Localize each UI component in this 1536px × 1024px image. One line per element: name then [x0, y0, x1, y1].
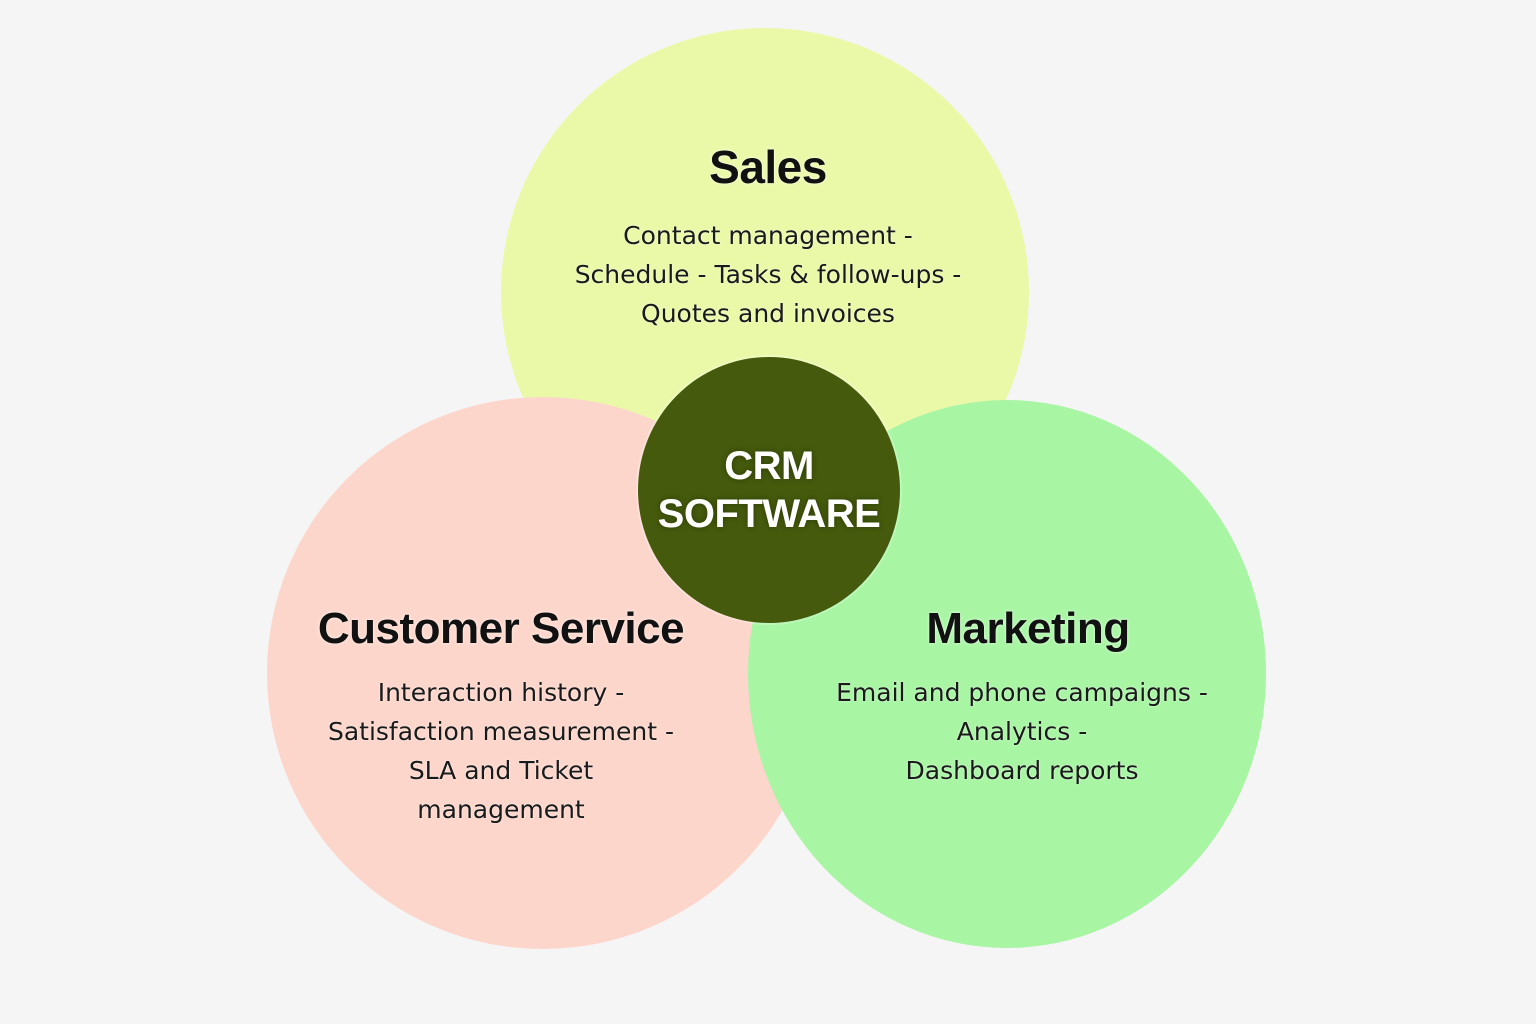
sales-description: Contact management - Schedule - Tasks & … — [560, 216, 976, 333]
customer-service-line: Satisfaction measurement - — [327, 717, 675, 746]
marketing-line: Email and phone campaigns - — [836, 678, 1208, 707]
customer-service-description: Interaction history - Satisfaction measu… — [320, 673, 682, 829]
customer-service-title: Customer Service — [317, 604, 685, 653]
core-label-line: SOFTWARE — [657, 492, 881, 536]
sales-line: Quotes and invoices — [641, 299, 895, 328]
sales-title: Sales — [709, 141, 827, 193]
crm-software-label: CRM SOFTWARE — [638, 442, 900, 538]
customer-service-line: Interaction history - — [377, 678, 625, 707]
crm-software-core-circle — [638, 357, 900, 623]
marketing-title: Marketing — [926, 604, 1130, 653]
marketing-line: Analytics - — [956, 717, 1088, 746]
sales-line: Contact management - — [623, 221, 913, 250]
core-label-line: CRM — [724, 444, 814, 488]
customer-service-line: management — [417, 795, 585, 824]
marketing-description: Email and phone campaigns - Analytics - … — [822, 673, 1222, 790]
customer-service-line: SLA and Ticket — [408, 756, 594, 785]
sales-line: Schedule - Tasks & follow-ups - — [574, 260, 962, 289]
marketing-line: Dashboard reports — [905, 756, 1139, 785]
